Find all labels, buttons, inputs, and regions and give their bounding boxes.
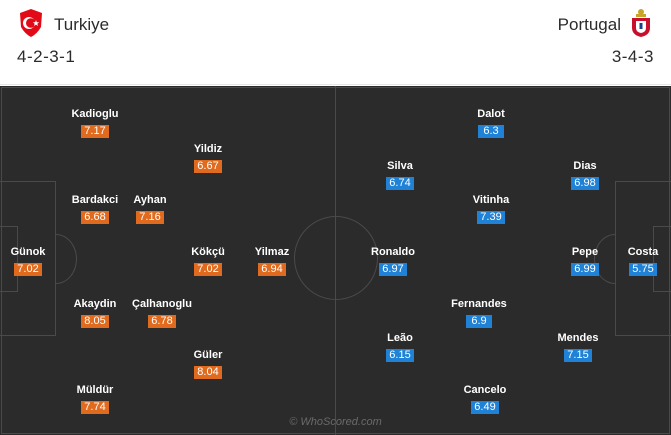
player-name: Akaydin xyxy=(73,298,117,310)
away-player[interactable]: Costa 5.75 xyxy=(603,246,671,277)
player-name: Kadioglu xyxy=(71,108,119,120)
away-player[interactable]: Vitinha 7.39 xyxy=(451,194,531,225)
player-name: Güler xyxy=(193,349,223,361)
home-player[interactable]: Çalhanoglu 6.78 xyxy=(122,298,202,329)
player-name: Çalhanoglu xyxy=(132,298,192,310)
whoscored-watermark: © WhoScored.com xyxy=(289,416,382,428)
player-name: Vitinha xyxy=(472,194,510,206)
player-name: Ayhan xyxy=(133,194,167,206)
player-rating: 6.99 xyxy=(571,263,599,276)
player-name: Müldür xyxy=(76,384,114,396)
player-rating: 6.78 xyxy=(148,315,176,328)
away-player[interactable]: Mendes 7.15 xyxy=(538,332,618,363)
player-rating: 6.97 xyxy=(379,263,407,276)
player-name: Yildiz xyxy=(193,143,223,155)
player-rating: 6.3 xyxy=(478,125,504,138)
away-team-name[interactable]: Portugal xyxy=(557,15,621,34)
away-player[interactable]: Ronaldo 6.97 xyxy=(353,246,433,277)
home-player[interactable]: Yildiz 6.67 xyxy=(168,143,248,174)
player-rating: 8.05 xyxy=(81,315,109,328)
away-player[interactable]: Fernandes 6.9 xyxy=(439,298,519,329)
turkiye-crest-icon xyxy=(20,9,42,37)
player-rating: 5.75 xyxy=(629,263,657,276)
player-rating: 7.02 xyxy=(194,263,222,276)
right-penalty-area xyxy=(615,181,671,336)
player-name: Kökçü xyxy=(191,246,225,258)
away-player[interactable]: Silva 6.74 xyxy=(360,160,440,191)
player-name: Mendes xyxy=(557,332,599,344)
player-name: Costa xyxy=(627,246,659,258)
portugal-crest-icon xyxy=(632,9,650,37)
centre-circle xyxy=(294,216,378,300)
right-goal-area xyxy=(653,226,671,292)
away-player[interactable]: Cancelo 6.49 xyxy=(445,384,525,415)
home-player[interactable]: Güler 8.04 xyxy=(168,349,248,380)
player-rating: 6.49 xyxy=(471,401,499,414)
away-player[interactable]: Dias 6.98 xyxy=(545,160,625,191)
player-rating: 7.16 xyxy=(136,211,164,224)
player-rating: 6.98 xyxy=(571,177,599,190)
player-name: Dalot xyxy=(477,108,505,120)
player-rating: 7.39 xyxy=(477,211,505,224)
player-rating: 7.17 xyxy=(81,125,109,138)
player-name: Pepe xyxy=(571,246,599,258)
player-rating: 6.68 xyxy=(81,211,109,224)
player-name: Cancelo xyxy=(463,384,507,396)
player-rating: 6.74 xyxy=(386,177,414,190)
player-rating: 7.15 xyxy=(564,349,592,362)
player-rating: 7.74 xyxy=(81,401,109,414)
home-player[interactable]: Kadioglu 7.17 xyxy=(55,108,135,139)
left-goal-area xyxy=(0,226,18,292)
player-name: Günok xyxy=(10,246,46,258)
away-player[interactable]: Leão 6.15 xyxy=(360,332,440,363)
player-name: Yilmaz xyxy=(254,246,290,258)
player-rating: 6.94 xyxy=(258,263,286,276)
away-player[interactable]: Pepe 6.99 xyxy=(545,246,625,277)
player-rating: 6.67 xyxy=(194,160,222,173)
player-rating: 8.04 xyxy=(194,366,222,379)
player-rating: 6.9 xyxy=(466,315,492,328)
match-header: Turkiye 4-2-3-1 Portugal 3-4-3 xyxy=(0,0,671,85)
home-player[interactable]: Akaydin 8.05 xyxy=(55,298,135,329)
player-rating: 7.02 xyxy=(14,263,42,276)
player-name: Silva xyxy=(387,160,413,172)
player-rating: 6.15 xyxy=(386,349,414,362)
player-name: Ronaldo xyxy=(371,246,415,258)
home-team-name[interactable]: Turkiye xyxy=(54,15,110,34)
player-name: Dias xyxy=(573,160,597,172)
away-player[interactable]: Dalot 6.3 xyxy=(451,108,531,139)
player-name: Bardakci xyxy=(71,194,119,206)
home-player[interactable]: Müldür 7.74 xyxy=(55,384,135,415)
home-formation: 4-2-3-1 xyxy=(17,47,76,66)
home-player[interactable]: Günok 7.02 xyxy=(0,246,68,277)
home-player[interactable]: Yilmaz 6.94 xyxy=(232,246,312,277)
home-player[interactable]: Kökçü 7.02 xyxy=(168,246,248,277)
away-formation: 3-4-3 xyxy=(611,47,654,66)
player-name: Fernandes xyxy=(451,298,507,310)
left-penalty-area xyxy=(0,181,56,336)
player-name: Leão xyxy=(387,332,413,344)
home-player[interactable]: Bardakci 6.68 xyxy=(55,194,135,225)
home-player[interactable]: Ayhan 7.16 xyxy=(110,194,190,225)
